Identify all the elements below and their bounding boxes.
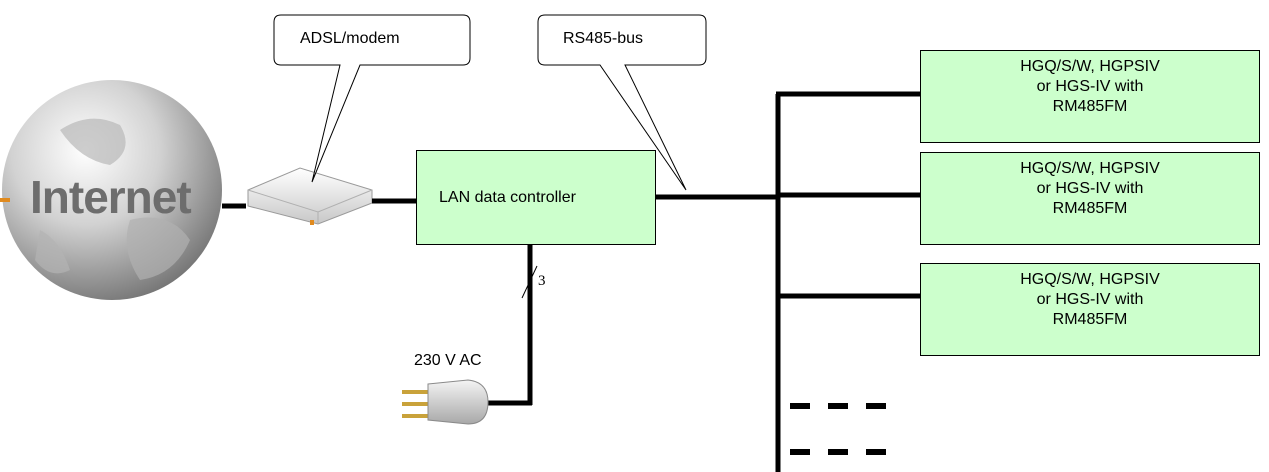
device-box-2: HGQ/S/W, HGPSIV or HGS-IV with RM485FM — [920, 152, 1260, 245]
device-box-3: HGQ/S/W, HGPSIV or HGS-IV with RM485FM — [920, 263, 1260, 356]
device-box-1: HGQ/S/W, HGPSIV or HGS-IV with RM485FM — [920, 50, 1260, 143]
rs485-callout-shape — [537, 14, 707, 191]
adsl-callout-label: ADSL/modem — [300, 30, 400, 47]
wire-count-label: 3 — [538, 273, 546, 289]
device-line-3: RM485FM — [1052, 98, 1128, 115]
lan-data-controller-box: LAN data controller — [416, 150, 656, 245]
device-line-3: RM485FM — [1052, 311, 1128, 328]
power-label: 230 V AC — [414, 352, 482, 369]
plug-icon — [402, 379, 489, 425]
wire-count-tick — [521, 265, 538, 299]
internet-label: Internet — [30, 171, 192, 223]
lan-data-controller-label: LAN data controller — [439, 188, 576, 206]
globe-icon — [0, 80, 222, 300]
wiring — [222, 91, 920, 472]
device-line-1: HGQ/S/W, HGPSIV — [1020, 271, 1160, 288]
device-line-2: or HGS-IV with — [1036, 78, 1144, 95]
device-line-2: or HGS-IV with — [1036, 180, 1144, 197]
device-line-1: HGQ/S/W, HGPSIV — [1020, 160, 1160, 177]
more-devices-dashes — [790, 403, 886, 455]
rs485-callout-label: RS485-bus — [563, 30, 644, 47]
adsl-callout-shape — [273, 14, 471, 183]
device-line-1: HGQ/S/W, HGPSIV — [1020, 58, 1160, 75]
modem-icon — [247, 167, 373, 225]
device-line-3: RM485FM — [1052, 200, 1128, 217]
device-line-2: or HGS-IV with — [1036, 291, 1144, 308]
